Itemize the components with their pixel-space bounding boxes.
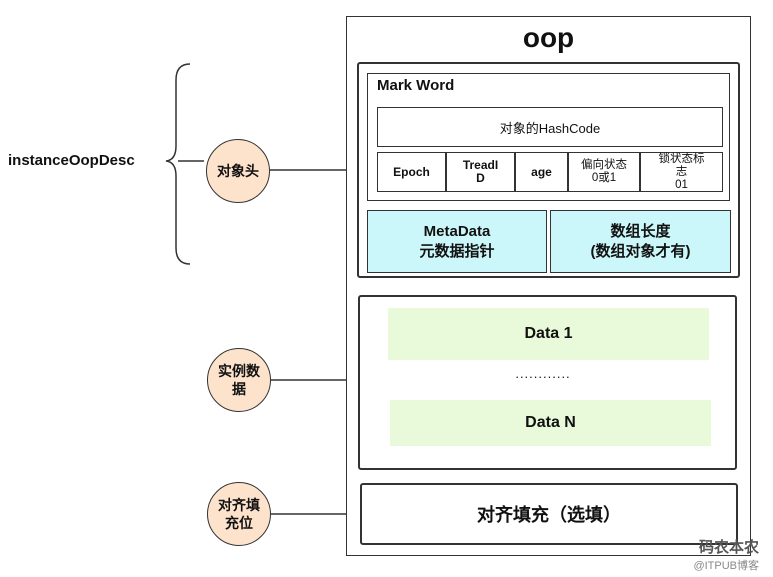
biased-state-field: 偏向状态 0或1: [568, 152, 640, 192]
mark-word-label: Mark Word: [377, 77, 455, 94]
hashcode-field: 对象的HashCode: [377, 107, 723, 147]
array-length-title: 数组长度: [610, 222, 671, 240]
watermark: 码农本农 @ITPUB博客: [693, 536, 759, 573]
object-header-box: [357, 62, 740, 278]
padding-circle: 对齐填 充位: [207, 482, 271, 546]
age-field: age: [515, 152, 568, 192]
alignment-padding-box: 对齐填充（选填）: [360, 483, 738, 545]
oop-container: [346, 16, 751, 556]
data-last-row: Data N: [390, 400, 711, 446]
lock-state-field: 锁状态标 志 01: [640, 152, 723, 192]
epoch-field: Epoch: [377, 152, 446, 192]
metadata-box: MetaData 元数据指针: [367, 210, 547, 273]
object-header-circle: 对象头: [206, 139, 270, 203]
array-length-box: 数组长度 (数组对象才有): [550, 210, 731, 273]
mark-word-box: [367, 73, 730, 201]
watermark-sub: @ITPUB博客: [693, 560, 759, 572]
metadata-subtitle: 元数据指针: [419, 242, 495, 260]
data-ellipsis: ............: [515, 366, 571, 381]
instance-data-box: [358, 295, 737, 470]
oop-title: oop: [522, 22, 575, 53]
array-length-subtitle: (数组对象才有): [590, 242, 691, 260]
watermark-main: 码农本农: [698, 539, 759, 556]
data-first-row: Data 1: [388, 308, 709, 360]
curly-brace: [165, 63, 191, 265]
metadata-title: MetaData: [423, 222, 491, 240]
thread-id-field: TreadI D: [446, 152, 515, 192]
instance-oop-desc-label: instanceOopDesc: [8, 152, 135, 169]
instance-data-circle: 实例数 据: [207, 348, 271, 412]
